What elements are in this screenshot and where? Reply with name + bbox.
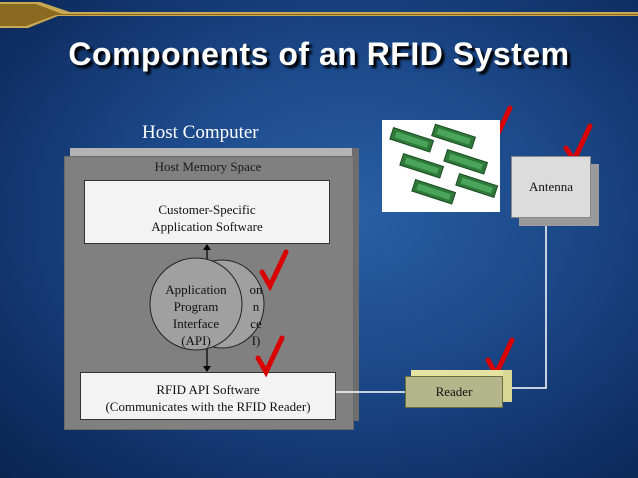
api-front-line-2: Program: [173, 299, 219, 314]
reader-to-antenna-line: [510, 224, 547, 389]
customer-software-line-2: Application Software: [151, 219, 263, 234]
api-back-line-2: n: [252, 299, 260, 314]
rfid-api-line-2: (Communicates with the RFID Reader): [105, 399, 311, 414]
api-front-line-1: Application: [165, 282, 227, 297]
api-front-line-3: Interface: [172, 316, 220, 331]
api-front-text: Application Program Interface (API): [156, 281, 236, 349]
reader-box: Reader: [405, 376, 503, 408]
host-box-right-shadow: [352, 148, 359, 421]
host-computer-label: Host Computer: [142, 122, 259, 143]
api-back-text: on n ce I): [244, 281, 268, 349]
api-back-line-4: I): [251, 333, 261, 348]
reader-box-top: [411, 370, 509, 376]
checkmark-icon: [563, 123, 593, 166]
api-back-line-1: on: [249, 282, 263, 297]
rfid-tags-image: [382, 120, 500, 212]
reader-box-side: [503, 370, 512, 402]
host-memory-space-label: Host Memory Space: [154, 159, 262, 174]
customer-software-line-1: Customer-Specific: [158, 202, 256, 217]
api-circle-front: [149, 257, 243, 351]
customer-software-box: Customer-Specific Application Software: [84, 180, 330, 244]
antenna-box: Antenna: [511, 156, 591, 218]
rfid-api-line-1: RFID API Software: [156, 382, 260, 397]
checkmark-icon: [485, 337, 515, 380]
slide-title: Components of an RFID System: [68, 36, 570, 72]
host-box-top-shadow: [70, 148, 359, 156]
checkmark-icon: [259, 249, 289, 292]
api-front-line-4: (API): [181, 333, 211, 348]
arrow-head-down-icon: [203, 366, 211, 372]
checkmark-icon: [255, 335, 285, 378]
rfid-tag-icon: [389, 123, 499, 205]
arrow-head-up-icon: [203, 244, 211, 250]
title-underline-bar: [0, 2, 638, 28]
api-back-line-3: ce: [250, 316, 262, 331]
rfid-api-software-box: RFID API Software (Communicates with the…: [80, 372, 336, 420]
